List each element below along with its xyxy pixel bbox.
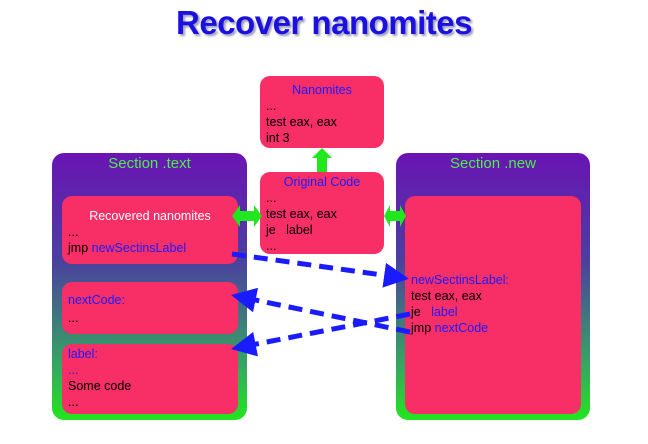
nanomites-line: ...	[266, 99, 277, 113]
green-arrow-up	[312, 148, 332, 172]
new-section-line: test eax, eax	[411, 289, 482, 303]
recovered-line: ...	[68, 225, 79, 239]
green-arrow-left-double	[232, 205, 262, 227]
original-code-box: Original Code ... test eax, eax je label…	[260, 172, 384, 254]
blue-arrow-jmp-new	[231, 251, 409, 288]
new-section-je-line: je label	[411, 304, 575, 320]
recovered-jmp-line: jmp newSectinsLabel	[68, 240, 232, 256]
nextcode-box: nextCode: ...	[62, 282, 238, 334]
nanomites-heading: Nanomites	[292, 83, 352, 97]
original-code-line: ...	[266, 191, 277, 205]
green-arrow-right-double	[384, 205, 406, 227]
original-code-line: ...	[266, 239, 277, 253]
recovered-nanomites-heading: Recovered nanomites	[89, 209, 211, 223]
recovered-nanomites-box: Recovered nanomites ... jmp newSectinsLa…	[62, 196, 238, 264]
blue-arrow-jmp-nextcode	[231, 287, 411, 335]
label-box-line: ...	[68, 363, 79, 377]
jmp-mnemonic: jmp	[411, 321, 435, 335]
original-code-line: je label	[266, 223, 313, 237]
original-code-heading: Original Code	[283, 175, 361, 189]
jmp-target-label: nextCode	[434, 321, 489, 335]
diagram-title: Recover nanomites	[176, 4, 472, 41]
blue-arrow-je-label	[231, 311, 411, 357]
section-new-title: Section .new	[450, 155, 536, 172]
jmp-target-label: newSectinsLabel	[91, 241, 187, 255]
new-section-box: newSectinsLabel: test eax, eax je label …	[405, 196, 581, 414]
label-box-label: label:	[68, 347, 98, 361]
original-code-line: test eax, eax	[266, 207, 337, 221]
new-section-label: newSectinsLabel:	[411, 273, 509, 287]
je-mnemonic: je	[411, 305, 432, 319]
nanomites-line: test eax, eax	[266, 115, 337, 129]
nanomites-line: int 3	[266, 131, 290, 145]
nanomites-box: Nanomites ... test eax, eax int 3	[260, 76, 384, 148]
je-target-label: label	[431, 305, 458, 319]
label-box: label: ... Some code ...	[62, 344, 238, 414]
nextcode-label: nextCode:	[68, 293, 125, 307]
jmp-mnemonic: jmp	[68, 241, 92, 255]
new-section-jmp-line: jmp nextCode	[411, 320, 575, 336]
nextcode-line: ...	[68, 311, 79, 325]
section-text-title: Section .text	[108, 155, 191, 172]
label-box-line: Some code	[68, 379, 132, 393]
label-box-line: ...	[68, 395, 79, 409]
